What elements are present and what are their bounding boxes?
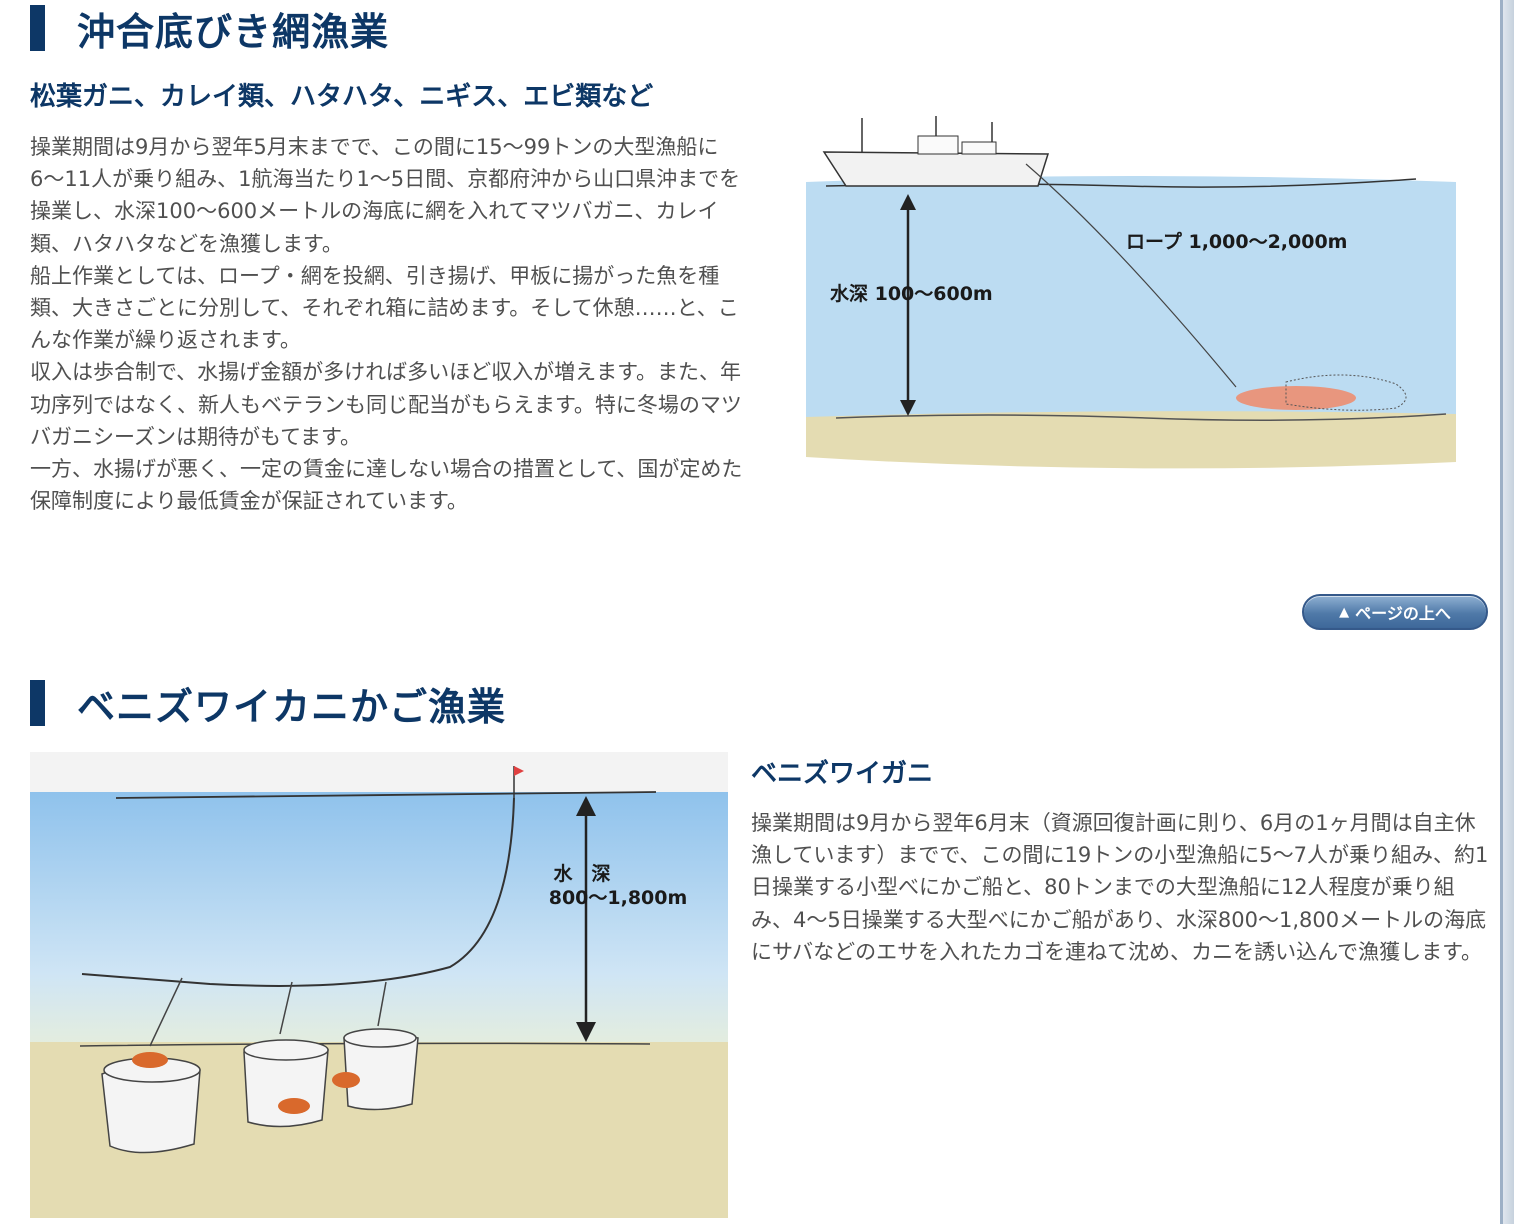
rope-length-label: ロープ 1,000〜2,000m bbox=[1126, 230, 1347, 253]
body-paragraph: 操業期間は9月から翌年6月末（資源回復計画に則り、6月の1ヶ月間は自主休漁してい… bbox=[751, 811, 1489, 964]
body-paragraph: 操業期間は9月から翌年5月末までで、この間に15〜99トンの大型漁船に6〜11人… bbox=[30, 135, 741, 256]
window-right-frame bbox=[1500, 0, 1514, 1224]
back-to-top-label: ページの上へ bbox=[1355, 604, 1451, 623]
heading-marker-bar bbox=[30, 5, 45, 51]
section-body: 操業期間は9月から翌年5月末までで、この間に15〜99トンの大型漁船に6〜11人… bbox=[30, 131, 752, 517]
section-heading-crab-pot: ベニズワイカニかご漁業 bbox=[30, 679, 506, 729]
buoy-flag-icon bbox=[513, 766, 524, 798]
back-to-top-button[interactable]: ▲ ページの上へ bbox=[1302, 594, 1488, 630]
crab-pot-fishing-illustration: 水 深 800〜1,800m bbox=[30, 752, 728, 1218]
trawl-fishing-illustration: 水深 100〜600m ロープ 1,000〜2,000m bbox=[786, 82, 1476, 492]
body-paragraph: 収入は歩合制で、水揚げ金額が多ければ多いほど収入が増えます。また、年功序列ではな… bbox=[30, 360, 742, 449]
depth-value-label: 800〜1,800m bbox=[549, 887, 688, 909]
section-title: ベニズワイカニかご漁業 bbox=[77, 684, 507, 729]
body-paragraph: 一方、水揚げが悪く、一定の賃金に達しない場合の措置として、国が定めた保障制度によ… bbox=[30, 457, 743, 514]
trawl-net-icon bbox=[1236, 374, 1407, 411]
section-title: 沖合底びき網漁業 bbox=[77, 9, 390, 54]
section-heading-trawl: 沖合底びき網漁業 bbox=[30, 4, 389, 54]
crab-pot-icon bbox=[101, 977, 419, 1154]
heading-marker-bar bbox=[30, 680, 45, 726]
depth-label: 水深 100〜600m bbox=[830, 282, 993, 305]
crab-icon bbox=[132, 1052, 360, 1114]
section-body: 操業期間は9月から翌年6月末（資源回復計画に則り、6月の1ヶ月間は自主休漁してい… bbox=[751, 807, 1491, 968]
depth-label: 水 深 bbox=[553, 862, 610, 885]
fishing-boat-icon bbox=[822, 116, 1050, 187]
triangle-up-icon: ▲ bbox=[1339, 604, 1350, 620]
body-paragraph: 船上作業としては、ロープ・網を投網、引き揚げ、甲板に揚がった魚を種類、大きさごと… bbox=[30, 263, 739, 353]
section-subtitle: ベニズワイガニ bbox=[751, 759, 934, 789]
depth-arrow-icon bbox=[576, 796, 596, 1042]
depth-arrow-icon bbox=[900, 194, 916, 416]
section-subtitle: 松葉ガニ、カレイ類、ハタハタ、ニギス、エビ類など bbox=[30, 82, 654, 112]
